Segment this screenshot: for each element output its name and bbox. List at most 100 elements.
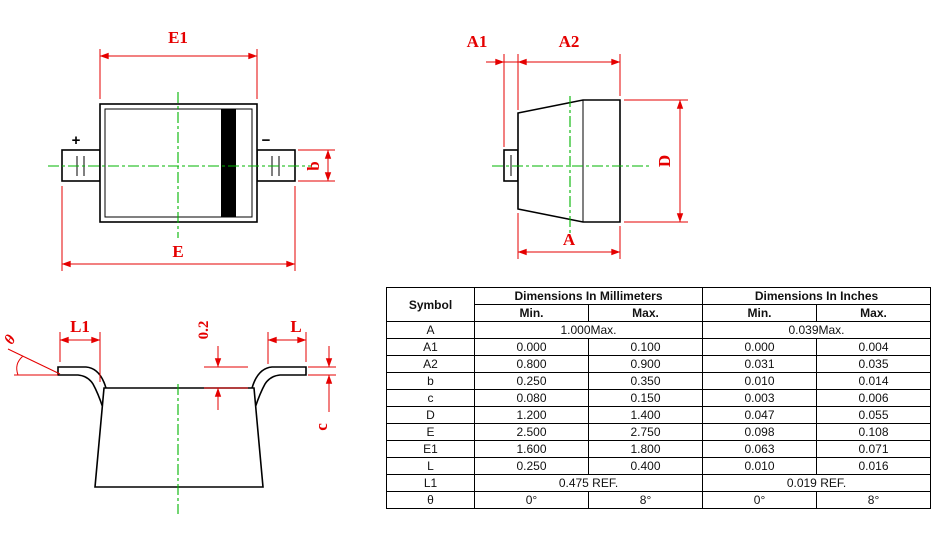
mm-span-cell: 0.475 REF.	[473, 474, 704, 492]
inch-max-cell: 0.071	[816, 440, 932, 458]
a-label: A	[563, 230, 576, 249]
mm-max-cell: 0.350	[587, 372, 704, 390]
dimensions-table: Symbol Dimensions In Millimeters Dimensi…	[386, 287, 932, 509]
a2-label: A2	[559, 32, 580, 51]
inch-max-cell: 0.055	[816, 406, 932, 424]
l-label: L	[290, 317, 301, 336]
mm-min-cell: 1.600	[474, 440, 589, 458]
inch-max-cell: 0.035	[816, 355, 932, 373]
profile-body	[94, 387, 264, 488]
l1-dimension: L1	[59, 317, 101, 382]
mm-max-cell: 0.900	[587, 355, 704, 373]
b-dimension: b	[298, 149, 335, 182]
standoff-dimension: 0.2	[196, 321, 248, 410]
a1-a2-dimension: A1 A2	[467, 32, 621, 147]
inch-max-header: Max.	[816, 304, 932, 322]
a-dimension: A	[517, 213, 621, 259]
side-body	[517, 99, 621, 223]
mm-min-header: Min.	[474, 304, 589, 322]
e-label: E	[172, 242, 183, 261]
inch-min-cell: 0.047	[702, 406, 818, 424]
plus-mark: +	[72, 132, 81, 149]
mm-min-cell: 1.200	[474, 406, 589, 424]
inch-min-cell: 0.098	[702, 423, 818, 441]
inch-min-cell: 0.010	[702, 457, 818, 475]
inch-min-cell: 0.031	[702, 355, 818, 373]
symbol-cell: c	[386, 389, 475, 407]
symbol-cell: E	[386, 423, 475, 441]
inch-min-cell: 0.010	[702, 372, 818, 390]
mm-min-cell: 0°	[474, 491, 589, 509]
inch-max-cell: 0.006	[816, 389, 932, 407]
mm-span-cell: 1.000Max.	[473, 321, 704, 339]
symbol-cell: E1	[386, 440, 475, 458]
mm-min-cell: 0.800	[474, 355, 589, 373]
mm-max-cell: 2.750	[587, 423, 704, 441]
mm-min-cell: 2.500	[474, 423, 589, 441]
cathode-band	[221, 109, 236, 217]
inch-max-cell: 0.004	[816, 338, 932, 356]
inch-min-cell: 0.003	[702, 389, 818, 407]
e-dimension: E	[61, 186, 296, 271]
symbol-cell: L	[386, 457, 475, 475]
standoff-label: 0.2	[196, 321, 212, 340]
inch-max-cell: 0.014	[816, 372, 932, 390]
l1-label: L1	[70, 317, 90, 336]
inch-min-cell: 0°	[702, 491, 818, 509]
symbol-cell: θ	[386, 491, 475, 509]
b-label: b	[304, 161, 323, 170]
symbol-cell: b	[386, 372, 475, 390]
minus-mark: −	[262, 132, 271, 149]
dim-table: Symbol Dimensions In Millimeters Dimensi…	[386, 287, 932, 509]
d-dimension: D	[624, 99, 688, 223]
mm-max-cell: 0.100	[587, 338, 704, 356]
mm-min-cell: 0.080	[474, 389, 589, 407]
e1-label: E1	[168, 28, 188, 47]
inch-min-cell: 0.000	[702, 338, 818, 356]
e1-dimension: E1	[99, 28, 258, 99]
inch-span-cell: 0.039Max.	[702, 321, 932, 339]
c-label: c	[312, 423, 331, 431]
symbol-cell: A2	[386, 355, 475, 373]
side-view-drawing: A1 A2 D A	[467, 32, 688, 259]
mm-min-cell: 0.250	[474, 372, 589, 390]
symbol-header: Symbol	[386, 287, 475, 322]
inch-header: Dimensions In Inches	[702, 287, 932, 305]
profile-view-drawing: L1 L 0.2 c	[2, 317, 336, 514]
symbol-cell: A1	[386, 338, 475, 356]
mm-max-header: Max.	[587, 304, 704, 322]
mm-max-cell: 1.800	[587, 440, 704, 458]
symbol-cell: A	[386, 321, 475, 339]
c-dimension: c	[308, 346, 336, 431]
d-label: D	[655, 155, 674, 167]
inch-min-header: Min.	[702, 304, 818, 322]
mm-max-cell: 1.400	[587, 406, 704, 424]
a1-label: A1	[467, 32, 488, 51]
inch-max-cell: 0.108	[816, 423, 932, 441]
inch-span-cell: 0.019 REF.	[702, 474, 932, 492]
inch-max-cell: 0.016	[816, 457, 932, 475]
mm-min-cell: 0.250	[474, 457, 589, 475]
mm-max-cell: 8°	[587, 491, 704, 509]
inch-min-cell: 0.063	[702, 440, 818, 458]
top-view-drawing: + − E1 E b	[48, 28, 335, 271]
mm-header: Dimensions In Millimeters	[473, 287, 704, 305]
left-lead-profile	[57, 366, 112, 410]
theta-label: θ	[2, 332, 20, 347]
l-dimension: L	[267, 317, 307, 364]
table-header-row-1: Symbol Dimensions In Millimeters Dimensi…	[386, 287, 932, 322]
